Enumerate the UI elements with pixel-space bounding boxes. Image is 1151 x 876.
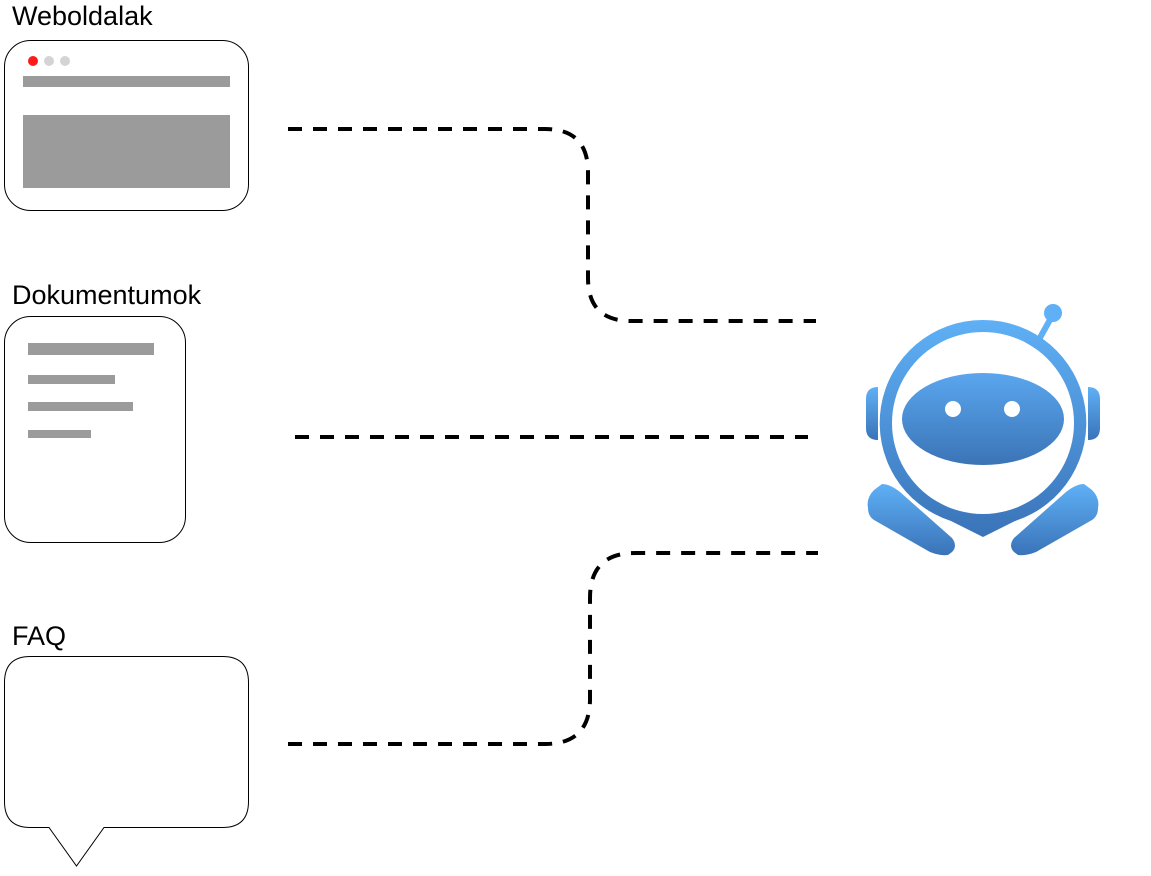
left-ear — [866, 387, 878, 440]
window-maximize-dot — [60, 56, 70, 66]
text-line-placeholder — [28, 402, 133, 411]
document-icon — [4, 316, 186, 543]
text-line-placeholder — [28, 343, 154, 355]
right-eye — [1004, 401, 1020, 417]
speech-bubble-icon — [4, 656, 249, 867]
text-line-placeholder — [28, 430, 91, 438]
address-bar-placeholder — [23, 76, 230, 87]
window-close-dot — [28, 56, 38, 66]
content-block-placeholder — [23, 115, 230, 188]
robot-chatbot-icon — [866, 304, 1100, 556]
text-line-placeholder — [28, 375, 115, 384]
right-arm — [1011, 484, 1099, 556]
connector-websites-to-robot — [288, 127, 816, 323]
documents-label: Dokumentumok — [12, 280, 202, 310]
face-visor — [902, 373, 1064, 465]
connector-faq-to-robot — [288, 551, 818, 746]
faq-label: FAQ — [12, 621, 67, 651]
antenna-tip — [1044, 304, 1062, 322]
left-eye — [945, 401, 961, 417]
left-arm — [867, 484, 955, 556]
websites-label: Weboldalak — [12, 1, 153, 31]
window-minimize-dot — [44, 56, 54, 66]
right-ear — [1088, 387, 1100, 440]
browser-window-icon — [4, 40, 249, 211]
